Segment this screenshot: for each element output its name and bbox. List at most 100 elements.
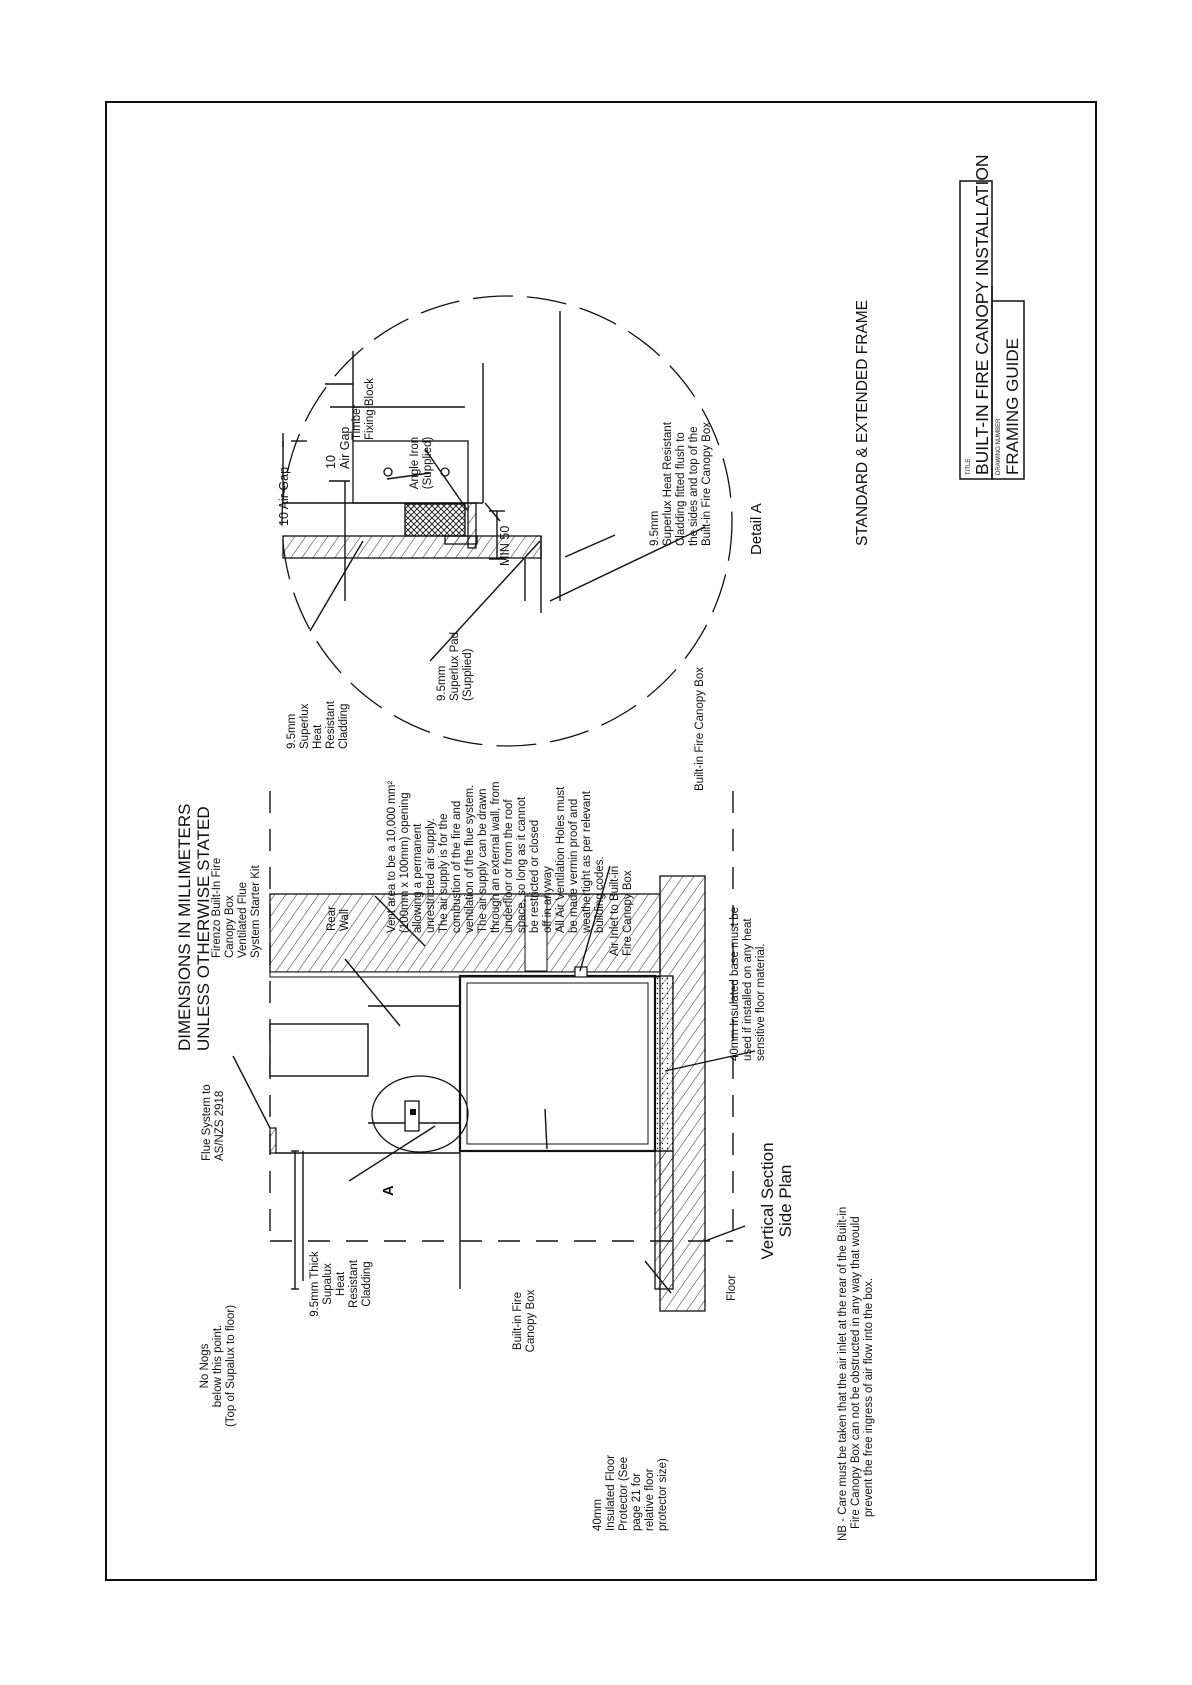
svg-text:The air supply is for the: The air supply is for the (438, 813, 450, 933)
svg-text:Heat: Heat (312, 724, 324, 749)
svg-text:No Nogs: No Nogs (199, 1343, 211, 1388)
svg-text:DIMENSIONS IN MILLIMETERS: DIMENSIONS IN MILLIMETERS (175, 804, 194, 1051)
svg-text:(Supplied): (Supplied) (462, 648, 474, 701)
svg-text:Cladding fitted flush to: Cladding fitted flush to (675, 432, 687, 546)
svg-text:UNLESS OTHERWISE STATED: UNLESS OTHERWISE STATED (194, 806, 213, 1051)
svg-text:(Top of Supalux to floor): (Top of Supalux to floor) (225, 1305, 237, 1427)
label-superlux-pad: 9.5mm Superlux Pad (Supplied) (436, 632, 474, 701)
svg-text:Fire Canopy Box: Fire Canopy Box (622, 870, 634, 956)
svg-text:Canopy Box: Canopy Box (224, 895, 236, 958)
svg-text:Cladding: Cladding (361, 1261, 373, 1306)
svg-text:allowing a permanent: allowing a permanent (412, 823, 424, 933)
svg-text:Built-in Fire: Built-in Fire (512, 1292, 524, 1350)
svg-text:protector size): protector size) (657, 1458, 669, 1531)
label-timber-block: Timber Fixing Block (351, 378, 376, 440)
svg-text:9.5mm: 9.5mm (286, 714, 298, 749)
svg-text:through an external wall, from: through an external wall, from (490, 782, 502, 934)
canopy-box (458, 974, 657, 1153)
svg-text:building codes.: building codes. (594, 856, 606, 933)
svg-text:relative floor: relative floor (644, 1468, 656, 1531)
svg-text:Vertical Section: Vertical Section (758, 1142, 777, 1259)
label-supalux-cladding: 9.5mm Thick Supalux Heat Resistant Cladd… (309, 1251, 373, 1317)
flue-system (269, 1023, 369, 1077)
svg-text:40mm: 40mm (592, 1499, 604, 1531)
svg-text:(100mm x 100mm) opening: (100mm x 100mm) opening (399, 792, 411, 933)
title-block: TITLE BUILT-IN FIRE CANOPY INSTALLATION … (959, 154, 1025, 480)
svg-text:ventilation of the flue system: ventilation of the flue system. (464, 785, 476, 933)
label-air-gap-top: 10 Air Gap (277, 467, 291, 526)
label-superlux-flush: 9.5mm Superlux Heat Resistant Cladding f… (649, 421, 713, 546)
section-title: Vertical Section Side Plan (758, 1142, 795, 1259)
detail-title: Detail A (748, 503, 765, 555)
label-firenzo-box: Firenzo Built-In Fire Canopy Box Ventila… (211, 858, 262, 958)
svg-text:page 21 for: page 21 for (631, 1473, 643, 1531)
svg-text:prevent the free ingress of ai: prevent the free ingress of air flow int… (863, 1278, 875, 1517)
label-vent-area: Vent area to be a 10,000 mm² (100mm x 10… (386, 781, 606, 934)
title-label: TITLE (966, 459, 972, 475)
label-canopy-box: Built-in Fire Canopy Box (512, 1289, 537, 1352)
label-detail-superlux-cladding: 9.5mm Superlux Heat Resistant Cladding (286, 700, 350, 749)
svg-text:Superlux Heat Resistant: Superlux Heat Resistant (662, 421, 674, 546)
svg-text:9.5mm: 9.5mm (436, 666, 448, 701)
svg-text:9.5mm Thick: 9.5mm Thick (309, 1251, 321, 1317)
svg-text:Supalux: Supalux (322, 1263, 334, 1305)
svg-text:be restricted or closed: be restricted or closed (529, 820, 541, 933)
svg-text:40mm Insulated base must be: 40mm Insulated base must be (729, 907, 741, 1061)
framing-guide-drawing: TITLE BUILT-IN FIRE CANOPY INSTALLATION … (105, 101, 1097, 1581)
floor (659, 875, 706, 1312)
svg-text:Fire Canopy Box can not be obs: Fire Canopy Box can not be obstructed in… (850, 1216, 862, 1529)
svg-text:unrestricted air supply.: unrestricted air supply. (425, 818, 437, 933)
svg-text:Ventilated Flue: Ventilated Flue (237, 882, 249, 958)
svg-text:System Starter Kit: System Starter Kit (250, 865, 262, 958)
label-min-50: MIN 50 (498, 526, 512, 566)
svg-text:below this point.: below this point. (212, 1325, 224, 1407)
svg-text:Side Plan: Side Plan (776, 1165, 795, 1238)
svg-text:Wall: Wall (339, 909, 351, 931)
svg-text:Timber: Timber (351, 404, 363, 440)
svg-text:off in anyway: off in anyway (542, 866, 554, 933)
svg-text:Heat: Heat (335, 1271, 347, 1296)
superlux-pad (404, 503, 466, 537)
label-air-gap-side: 10 Air Gap (324, 427, 352, 469)
svg-text:Superlux Pad: Superlux Pad (449, 632, 461, 701)
svg-text:9.5mm: 9.5mm (649, 511, 661, 546)
svg-text:AS/NZS 2918: AS/NZS 2918 (214, 1091, 226, 1161)
svg-text:used if installed on any heat: used if installed on any heat (742, 918, 754, 1061)
detail-a: 9.5mm Superlux Heat Resistant Cladding 1… (277, 295, 765, 791)
detail-a-marker (371, 1075, 469, 1153)
svg-text:weathertight as per relevant: weathertight as per relevant (581, 790, 593, 934)
label-detail-canopy-box: Built-in Fire Canopy Box (694, 667, 706, 791)
label-rear-wall: Rear Wall (326, 906, 351, 931)
svg-text:Cladding: Cladding (338, 704, 350, 749)
label-angle-iron: Angle Iron (Supplied) (409, 437, 434, 490)
drawing-title: BUILT-IN FIRE CANOPY INSTALLATION (972, 154, 992, 475)
sheet-border (105, 101, 1097, 1581)
label-no-nogs: No Nogs below this point. (Top of Supalu… (199, 1305, 237, 1427)
svg-text:sensitive floor material.: sensitive floor material. (755, 943, 767, 1061)
svg-text:Protector (See: Protector (See (618, 1457, 630, 1531)
header-note: STANDARD & EXTENDED FRAME (854, 300, 871, 546)
label-floor-protector: 40mm Insulated Floor Protector (See page… (592, 1455, 669, 1531)
drawing-number-label: DRAWING NUMBER (996, 418, 1002, 475)
svg-text:Built-in Fire Canopy Box: Built-in Fire Canopy Box (701, 422, 713, 546)
svg-text:Rear: Rear (326, 906, 338, 931)
svg-text:combustion of the fire and: combustion of the fire and (451, 801, 463, 933)
drawing-number: FRAMING GUIDE (1003, 338, 1022, 475)
label-flue-system: Flue System to AS/NZS 2918 (201, 1084, 226, 1161)
svg-text:Flue System to: Flue System to (201, 1084, 213, 1161)
svg-text:space, so long as it cannot: space, so long as it cannot (516, 796, 528, 933)
svg-text:Resistant: Resistant (325, 700, 337, 749)
svg-text:Fixing Block: Fixing Block (364, 378, 376, 440)
label-floor: Floor (726, 1275, 738, 1301)
svg-text:Firenzo Built-In Fire: Firenzo Built-In Fire (211, 858, 223, 958)
dimensions-note: DIMENSIONS IN MILLIMETERS UNLESS OTHERWI… (175, 804, 213, 1051)
svg-text:Superlux: Superlux (299, 703, 311, 749)
svg-text:(Supplied): (Supplied) (422, 437, 434, 490)
svg-text:Angle Iron: Angle Iron (409, 437, 421, 489)
nb-note: NB - Care must be taken that the air inl… (837, 1207, 875, 1541)
supalux-cladding (269, 1127, 277, 1154)
svg-text:Air Gap: Air Gap (338, 427, 352, 469)
label-insulated-base: 40mm Insulated base must be used if inst… (729, 907, 767, 1061)
svg-text:underfloor or from the roof: underfloor or from the roof (503, 799, 515, 933)
